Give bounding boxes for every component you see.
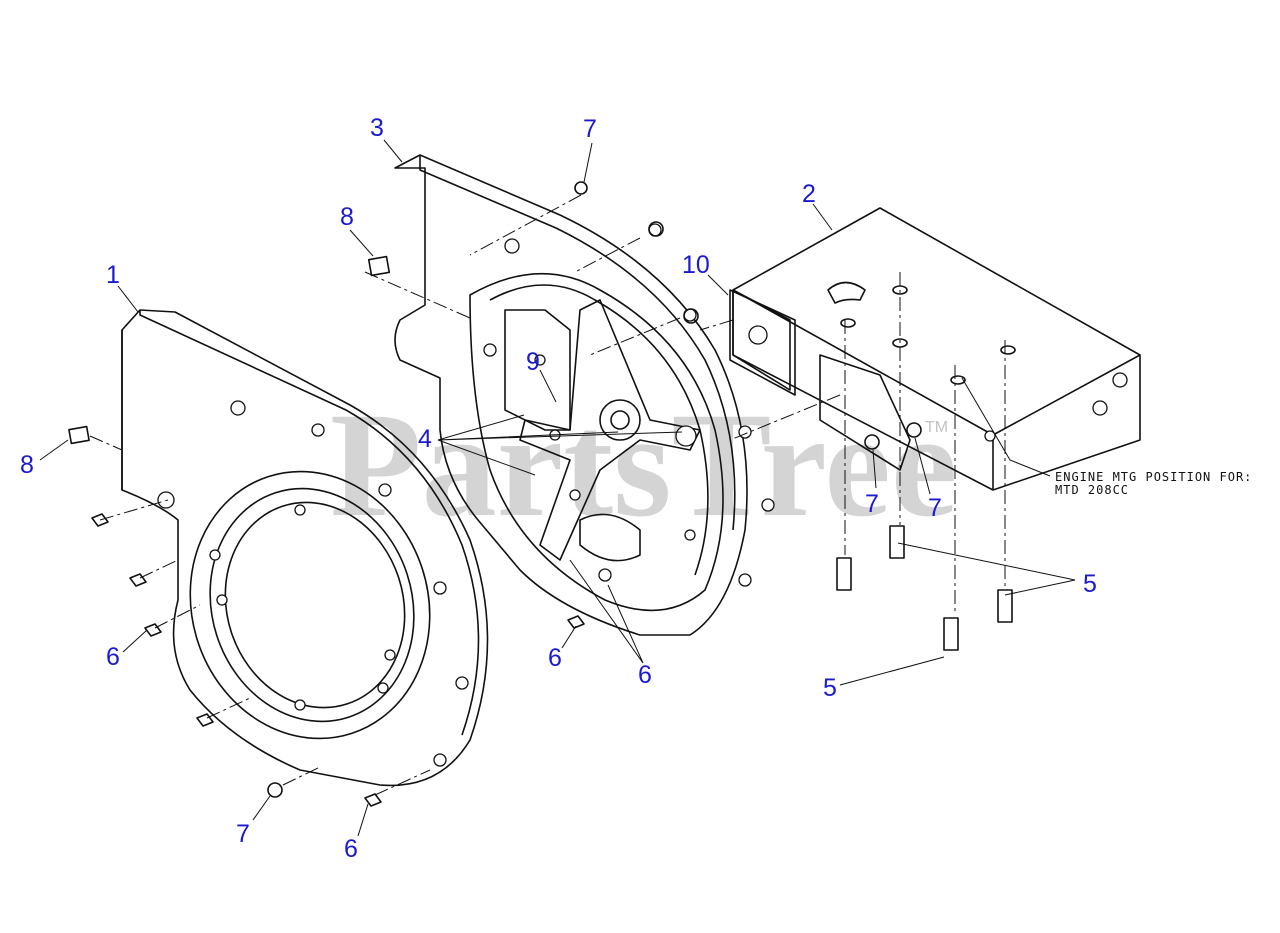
callout-7-frame-left: 7	[865, 490, 879, 518]
assembly-lines	[89, 194, 1006, 796]
callout-7-bottom: 7	[236, 820, 250, 848]
callout-7-top: 7	[583, 115, 597, 143]
callout-7-frame-right: 7	[928, 494, 942, 522]
engine-mount-note: ENGINE MTG POSITION FOR: MTD 208CC	[1055, 470, 1252, 497]
callout-8-left: 8	[20, 451, 34, 479]
callout-6-plate: 6	[638, 661, 652, 689]
callout-10: 10	[682, 251, 710, 279]
callout-8-top: 8	[340, 203, 354, 231]
part-2-engine-frame	[732, 207, 1141, 491]
callout-1: 1	[106, 261, 120, 289]
callout-6-left: 6	[106, 643, 120, 671]
fasteners	[68, 181, 1013, 807]
callout-3: 3	[370, 114, 384, 142]
watermark-logo: PartsTree	[330, 382, 957, 548]
leader-lines	[39, 139, 1076, 837]
part-10-bracket-plate	[729, 289, 796, 396]
callout-9: 9	[526, 348, 540, 376]
watermark-trademark: TM	[925, 419, 948, 436]
callout-4: 4	[418, 425, 432, 453]
callouts: 1 2 3 4 5 5 6 6 6 6 7 7 7 7 8 8 9 10	[20, 114, 1097, 863]
callout-5-bottom: 5	[823, 674, 837, 702]
part-1-housing-cover	[121, 309, 489, 787]
note-line-1: ENGINE MTG POSITION FOR:	[1055, 470, 1252, 484]
part-3-housing-plate	[394, 154, 775, 636]
callout-6-center: 6	[548, 644, 562, 672]
callout-6-bottom: 6	[344, 835, 358, 863]
note-line-2: MTD 208CC	[1055, 483, 1129, 497]
callout-5-right: 5	[1083, 570, 1097, 598]
callout-2: 2	[802, 180, 816, 208]
